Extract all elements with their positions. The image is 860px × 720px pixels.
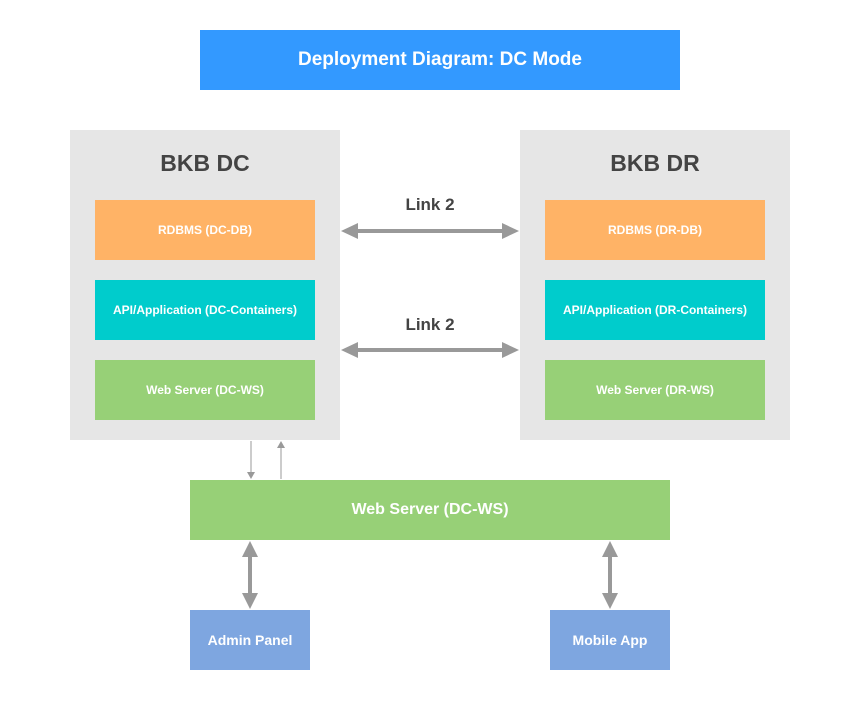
dc-db-node: RDBMS (DC-DB) bbox=[95, 200, 315, 260]
dr-api-node: API/Application (DR-Containers) bbox=[545, 280, 765, 340]
dc-to-webserver-arrow bbox=[247, 441, 255, 479]
webserver-admin-arrow bbox=[242, 541, 258, 609]
dr-site-title: BKB DR bbox=[610, 150, 700, 176]
link-arrow-top bbox=[341, 223, 519, 239]
shared-webserver-node: Web Server (DC-WS) bbox=[190, 480, 670, 540]
link-arrow-bottom bbox=[341, 342, 519, 358]
link-label-bottom: Link 2 bbox=[405, 315, 455, 334]
dc-webserver-node: Web Server (DC-WS) bbox=[95, 360, 315, 420]
dr-db-node: RDBMS (DR-DB) bbox=[545, 200, 765, 260]
webserver-to-dc-arrow bbox=[277, 441, 285, 479]
dc-site-title: BKB DC bbox=[160, 150, 250, 176]
dc-api-node: API/Application (DC-Containers) bbox=[95, 280, 315, 340]
link-label-top: Link 2 bbox=[405, 195, 455, 214]
mobile-app-node: Mobile App bbox=[550, 610, 670, 670]
webserver-mobile-arrow bbox=[602, 541, 618, 609]
dr-webserver-node: Web Server (DR-WS) bbox=[545, 360, 765, 420]
admin-panel-node: Admin Panel bbox=[190, 610, 310, 670]
diagram-title: Deployment Diagram: DC Mode bbox=[200, 30, 680, 90]
